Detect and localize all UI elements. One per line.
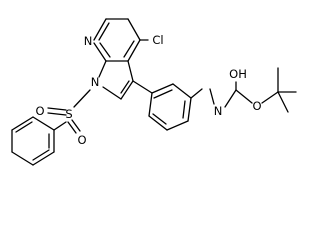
atom-label: N [214,104,223,118]
atom-label: Cl [152,33,163,47]
chemical-structure: N Cl N S O O OH N O [11,18,297,166]
bond [67,121,77,134]
atom-label: N [84,34,93,48]
bond [235,89,253,104]
bond [32,151,55,166]
bond [120,80,130,94]
atom-label: N [91,75,100,89]
bond [47,107,67,111]
bond [123,40,135,58]
bond [53,121,67,131]
bond [93,18,107,41]
bond [93,42,107,62]
bond [224,89,237,108]
bond [47,112,67,116]
bonds [11,18,297,166]
bond [11,116,34,131]
bond [172,83,192,99]
bond [15,121,33,133]
bond [73,89,91,108]
bond [132,80,153,94]
bond [127,18,141,41]
atom-label: OH [229,67,247,81]
atom-labels: N Cl N S O O OH N O [35,33,261,147]
bond [102,86,122,100]
atom-label: O [252,99,261,113]
bond [99,42,111,58]
bond [261,91,279,104]
bond [190,88,203,99]
bond [166,120,189,131]
bond [153,89,173,99]
bond [120,80,134,100]
bond [148,92,153,117]
bond [151,83,174,94]
bond [187,97,192,122]
bond [32,149,50,161]
bond [152,113,167,125]
bond [148,115,168,131]
atom-label: O [77,133,86,147]
bond [277,91,289,113]
bond [98,60,107,78]
atom-label: S [65,107,72,121]
atom-label: O [35,104,44,118]
bond [71,119,81,132]
bond [182,100,186,119]
bond [11,151,34,166]
bond [32,116,55,131]
bond [98,22,110,41]
bond [209,88,215,105]
bond [127,60,134,82]
bond [127,39,141,62]
